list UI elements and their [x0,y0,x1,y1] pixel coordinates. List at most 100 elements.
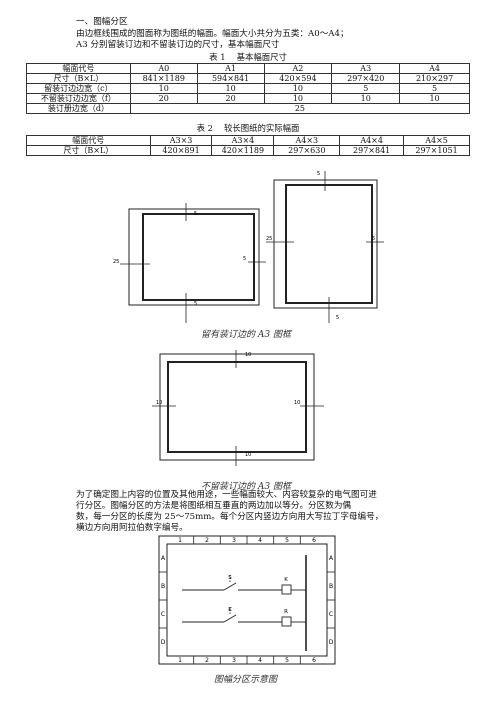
table-header-cell: A3×4 [211,135,275,146]
fig3-caption: 图幅分区示意图 [214,675,278,685]
table-cell: 10 [196,83,265,94]
zone-col-label: 2 [205,657,209,664]
dimension-label: 10 [294,400,300,406]
fig1-caption: 留有装订边的 A3 图框 [201,330,291,340]
intro-line-2: A3 分别留装订边和不留装订边的尺寸，基本幅面尺寸 [76,40,280,50]
table-header-cell: 幅面代号 [26,135,151,146]
contact-label: K [228,607,232,613]
dimension-label: 25 [113,259,119,265]
table-cell: 841×1189 [129,73,198,84]
table-cell: 297×841 [339,145,405,156]
table-cell: 不留装订边边宽（f） [26,93,131,104]
dimension-label: 10 [245,452,251,458]
outer-sheet-border [159,353,315,461]
table-header-cell: A4×3 [273,135,341,146]
zone-row-label: A [161,555,166,562]
dimension-label: 5 [336,315,339,321]
zone-row-label: C [161,611,165,618]
dimension-label: 5 [194,301,197,307]
zone-col-label: 6 [312,537,316,544]
long-size-table: 幅面代号 A3×3 A3×4 A4×3 A4×4 A4×5 尺寸（B×L） 42… [26,135,470,156]
table-row: 留装订边边宽（c） 10 10 10 5 5 [26,83,470,94]
table-cell: 594×841 [196,73,265,84]
table-cell: 25 [129,103,471,114]
table-row: 装订册边宽（d） 25 [26,103,471,114]
table-cell: 297×1051 [403,145,470,156]
inner-frame-border [285,184,373,304]
zone-row-label: B [329,583,333,590]
zone-col-label: 1 [178,657,182,664]
table-cell: 尺寸（B×L） [26,73,131,84]
table-cell: 297×420 [331,73,401,84]
table2-caption: 表 2 较长图纸的实际幅面 [196,123,300,133]
dimension-label: 5 [194,211,197,217]
inner-frame-border [167,361,307,453]
zone-col-label: 4 [258,537,262,544]
switch-label: S [228,575,232,581]
table-cell: 10 [129,83,198,94]
table-header-cell: A1 [196,63,265,74]
para-line-4: 横边方向用阿拉伯数字编号。 [76,523,188,533]
table-header-cell: A3×3 [149,135,213,146]
basic-size-table: 幅面代号 A0 A1 A2 A3 A4 尺寸（B×L） 841×1189 594… [26,63,471,114]
zone-row-label: D [161,639,166,646]
table-cell: 10 [399,93,470,104]
zone-col-label: 3 [232,657,236,664]
table-header-cell: A2 [263,63,333,74]
bound-frame-figure: 5 25 5 5 5 25 5 5 [113,171,384,323]
dimension-label: 5 [317,171,320,177]
table-header-cell: A4×5 [403,135,470,146]
table-row: 尺寸（B×L） 841×1189 594×841 420×594 297×420… [26,73,470,84]
table-cell: 留装订边边宽（c） [26,83,131,94]
table-cell: 5 [331,83,401,94]
section-heading: 一、图幅分区 [76,17,128,27]
table-row: 不留装订边边宽（f） 20 20 10 10 10 [26,93,470,104]
table-cell: 20 [196,93,265,104]
table-cell: 5 [399,83,470,94]
intro-line-1: 由边框线围成的图面称为图纸的幅面。幅面大小共分为五类：A0～A4； [76,29,349,39]
dimension-label: 5 [372,236,375,242]
table-cell: 20 [129,93,198,104]
dimension-label: 10 [245,352,251,358]
table-cell: 10 [331,93,401,104]
outer-border [158,535,336,665]
table1-caption: 表 1 基本幅面尺寸 [209,52,287,62]
table-header-cell: A0 [129,63,198,74]
table-header-cell: A4×4 [339,135,405,146]
table-row: 尺寸（B×L） 420×891 420×1189 297×630 297×841… [26,145,470,156]
unbound-frame-figure: 10 10 10 10 [152,350,324,466]
zone-col-label: 5 [285,657,289,664]
dimension-label: 10 [156,400,162,406]
zone-row-label: C [329,611,333,618]
table-row: 幅面代号 A0 A1 A2 A3 A4 [26,63,470,74]
relay-label: R [284,609,288,615]
table-cell: 420×594 [263,73,333,84]
zoning-diagram: 1 2 3 4 5 6 1 2 3 4 5 6 A B C D A B C D [158,535,336,665]
table-header-cell: A3 [331,63,401,74]
table-cell: 420×1189 [211,145,275,156]
dimension-label: 25 [266,236,272,242]
zone-col-label: 6 [312,657,316,664]
zone-col-label: 3 [232,537,236,544]
table-cell: 尺寸（B×L） [26,145,151,156]
zone-col-label: 2 [205,537,209,544]
table-header-cell: 幅面代号 [26,63,131,74]
para-line-2: 行分区。图幅分区的方法是将图纸相互垂直的两边加以等分。分区数为偶 [76,501,352,511]
table-cell: 10 [263,93,333,104]
para-line-1: 为了确定图上内容的位置及其他用途，一些幅面较大、内容较复杂的电气图可进 [76,490,377,500]
circuit-sketch [182,555,307,651]
table-cell: 10 [263,83,333,94]
outer-sheet-border [128,208,260,306]
table-header-cell: A4 [399,63,470,74]
inner-border [166,543,328,657]
table-cell: 210×297 [399,73,470,84]
zone-row-label: D [329,639,334,646]
table-cell: 装订册边宽（d） [26,103,131,114]
table-cell: 420×891 [149,145,213,156]
table-cell: 297×630 [273,145,341,156]
table-row: 幅面代号 A3×3 A3×4 A4×3 A4×4 A4×5 [26,135,470,146]
zone-col-label: 4 [258,657,262,664]
zone-row-label: B [161,583,165,590]
zone-col-label: 5 [285,537,289,544]
outer-sheet-border [273,179,378,309]
